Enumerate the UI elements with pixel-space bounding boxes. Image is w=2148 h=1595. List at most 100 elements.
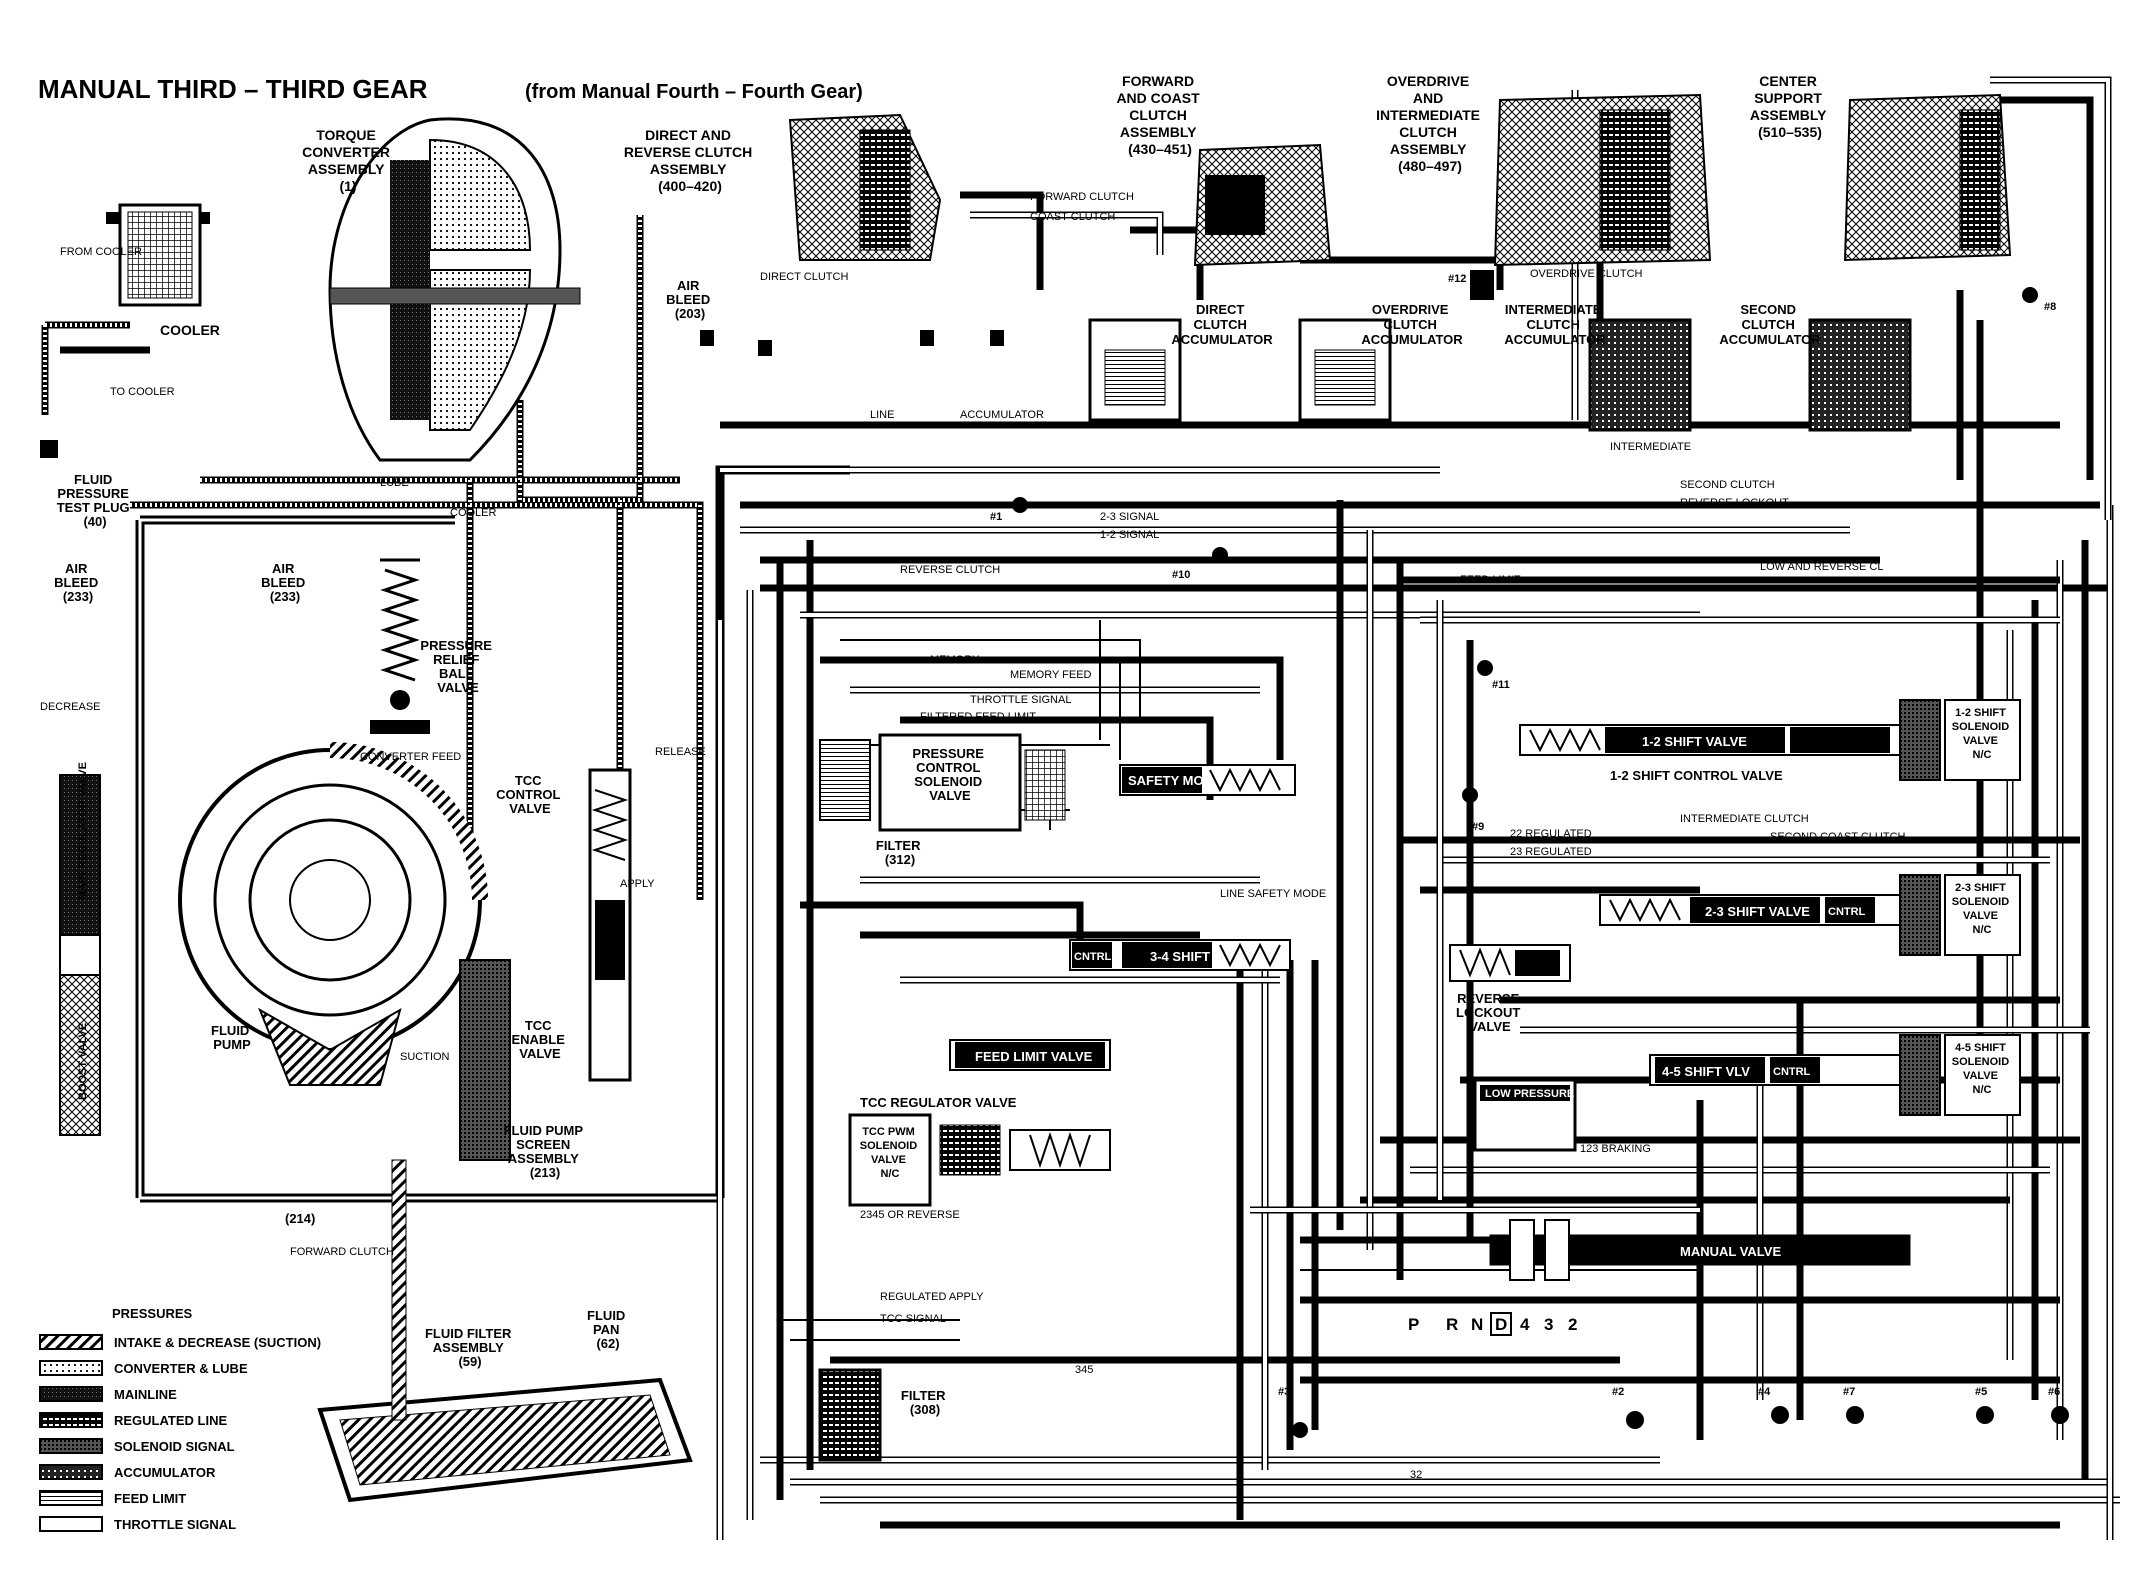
cooler-label: COOLER	[160, 322, 220, 338]
passage-label: LINE SAFETY MODE	[1220, 888, 1326, 900]
legend-label: CONVERTER & LUBE	[114, 1361, 248, 1376]
legend-swatch	[39, 1516, 103, 1532]
legend-item: INTAKE & DECREASE (SUCTION)	[39, 1334, 321, 1350]
shift-23-valve: 2-3 SHIFT VALVE CNTRL	[1599, 894, 1901, 926]
main-regulator-valve: MAIN REGULATOR VALVE BOOST VALVE	[59, 762, 101, 1136]
svg-text:#12: #12	[1448, 273, 1466, 285]
passage-label: FORWARD CLUTCH	[1030, 191, 1134, 203]
passage-label: 345	[1075, 1364, 1093, 1376]
tcc-control-label: TCC CONTROL VALVE	[496, 773, 564, 816]
pressure-relief-label: PRESSURE RELIEF BALL VALVE	[420, 638, 495, 695]
svg-text:#3: #3	[1278, 1386, 1290, 1398]
svg-text:#10: #10	[1172, 569, 1190, 581]
solenoid-45: 4-5 SHIFT SOLENOID VALVE N/C	[1899, 1034, 2021, 1116]
passage-label: LOW AND REVERSE CL	[1760, 561, 1883, 573]
tcc-pwm-label: TCC PWM SOLENOID VALVE N/C	[860, 1126, 921, 1180]
svg-text:#9: #9	[1472, 821, 1484, 833]
legend-item: FEED LIMIT	[39, 1490, 186, 1506]
passage-label: SECOND COAST CLUTCH	[1770, 831, 1906, 843]
passage-label: SUCTION	[400, 1051, 450, 1063]
legend-label: MAINLINE	[114, 1387, 177, 1402]
overdrive-intermediate-clutch: OVERDRIVE AND INTERMEDIATE CLUTCH ASSEMB…	[1376, 73, 1712, 267]
low-pressure-label: LOW PRESSURE	[1485, 1088, 1574, 1100]
second-clutch-accumulator: SECOND CLUTCH ACCUMULATOR	[1719, 302, 1912, 432]
passage-label: 123 BRAKING	[1580, 1143, 1651, 1155]
passage-label: THROTTLE SIGNAL	[970, 694, 1071, 706]
fluid-pressure-test-plug: FLUID PRESSURE TEST PLUG (40)	[40, 440, 130, 529]
fluid-pan-label: FLUID PAN (62)	[587, 1308, 629, 1351]
air-bleed-203-group: AIR BLEED (203)	[666, 278, 1004, 356]
passage-label: TO COOLER	[110, 386, 175, 398]
pressure-legend: PRESSURES INTAKE & DECREASE (SUCTION) CON…	[39, 1306, 321, 1532]
passage-label: 2345 OR REVERSE	[860, 1209, 960, 1221]
passage-label: FEED LIMIT	[1460, 574, 1521, 586]
passage-label: CONVERTER FEED	[360, 751, 461, 763]
gear-n: N	[1471, 1315, 1483, 1334]
page-subtitle: (from Manual Fourth – Fourth Gear)	[525, 81, 863, 103]
shift-34-valve: CNTRL 3-4 SHIFT	[1069, 939, 1291, 971]
passage-label: 2-3 SIGNAL	[1100, 511, 1159, 523]
gear-d: D	[1495, 1315, 1507, 1334]
checkball-11: #11	[1477, 660, 1510, 691]
passage-label: REGULATED APPLY	[880, 1291, 984, 1303]
passage-label: LUBE	[380, 477, 409, 489]
checkball-1: #1	[990, 497, 1028, 523]
tcc-enable-label: TCC ENABLE VALVE	[511, 1018, 568, 1061]
safety-mode-label: SAFETY MODE	[1128, 773, 1222, 788]
checkball-3: #3	[1278, 1386, 1308, 1438]
legend-swatch	[39, 1386, 103, 1402]
legend-item: THROTTLE SIGNAL	[39, 1516, 236, 1532]
intermediate-clutch-accumulator-label: INTERMEDIATE CLUTCH ACCUMULATOR	[1504, 302, 1606, 347]
legend-item: SOLENOID SIGNAL	[39, 1438, 235, 1454]
passage-label: FROM COOLER	[60, 246, 142, 258]
reverse-lockout-valve: REVERSE LOCKOUT VALVE	[1449, 944, 1571, 1034]
filter-308-label: FILTER (308)	[901, 1388, 949, 1417]
passage-label: 1-2 SIGNAL	[1100, 529, 1159, 541]
legend-heading: PRESSURES	[112, 1306, 193, 1321]
legend-label: INTAKE & DECREASE (SUCTION)	[114, 1335, 321, 1350]
legend-label: ACCUMULATOR	[114, 1465, 216, 1480]
manual-valve-label: MANUAL VALVE	[1680, 1244, 1781, 1259]
tcc-regulator-label: TCC REGULATOR VALVE	[860, 1095, 1017, 1110]
legend-label: REGULATED LINE	[114, 1413, 227, 1428]
boost-valve-label: BOOST VALVE	[77, 1023, 89, 1100]
shift-23-label: 2-3 SHIFT VALVE	[1705, 904, 1810, 919]
reverse-lockout-label: REVERSE LOCKOUT VALVE	[1456, 991, 1524, 1034]
checkball-6: #6	[2048, 1386, 2069, 1424]
air-bleed-203-label: AIR BLEED (203)	[666, 278, 714, 321]
hydraulic-passages	[41, 76, 2120, 1540]
legend-item: CONVERTER & LUBE	[39, 1360, 248, 1376]
svg-text:#2: #2	[1612, 1386, 1624, 1398]
gear-4: 4	[1520, 1315, 1530, 1334]
legend-swatch	[39, 1334, 103, 1350]
passage-label: INTERMEDIATE CLUTCH	[1680, 813, 1809, 825]
checkball-10: #10	[1172, 547, 1228, 581]
passage-label: 23 REGULATED	[1510, 846, 1592, 858]
legend-swatch	[39, 1490, 103, 1506]
shift-34-label: 3-4 SHIFT	[1150, 949, 1210, 964]
passage-label: REVERSE LOCKOUT	[1680, 497, 1789, 509]
solenoid-23-label: 2-3 SHIFT SOLENOID VALVE N/C	[1952, 882, 2013, 936]
passage-label: MEMORY	[930, 654, 980, 666]
checkball-7: #7	[1843, 1386, 1864, 1424]
forward-coast-clutch: FORWARD AND COAST CLUTCH ASSEMBLY (430–4…	[1116, 73, 1332, 267]
svg-text:#5: #5	[1975, 1386, 1987, 1398]
checkball-9: #9	[1462, 787, 1484, 833]
fluid-pump-screen-label: FLUID PUMP SCREEN ASSEMBLY (213)	[504, 1123, 587, 1180]
fluid-filter-label: FLUID FILTER ASSEMBLY (59)	[425, 1326, 515, 1369]
filter-312-label: FILTER (312)	[876, 838, 924, 867]
legend-label: THROTTLE SIGNAL	[114, 1517, 236, 1532]
passage-label: SECOND CLUTCH	[1680, 479, 1775, 491]
svg-text:#8: #8	[2044, 301, 2056, 313]
svg-text:#6: #6	[2048, 1386, 2060, 1398]
passage-labels: FORWARD CLUTCH COAST CLUTCH OVERDRIVE CL…	[40, 191, 1906, 1481]
passage-label: 22 REGULATED	[1510, 828, 1592, 840]
page-title: MANUAL THIRD – THIRD GEAR	[38, 74, 428, 104]
pressure-relief-ball-valve: PRESSURE RELIEF BALL VALVE	[370, 558, 495, 734]
feed-limit-valve-label: FEED LIMIT VALVE	[975, 1049, 1093, 1064]
passage-label: FILTERED FEED LIMIT	[920, 711, 1036, 723]
center-support: CENTER SUPPORT ASSEMBLY (510–535)	[1750, 73, 2012, 262]
main-regulator-label: MAIN REGULATOR VALVE	[77, 762, 89, 900]
passage-label: APPLY	[620, 878, 655, 890]
